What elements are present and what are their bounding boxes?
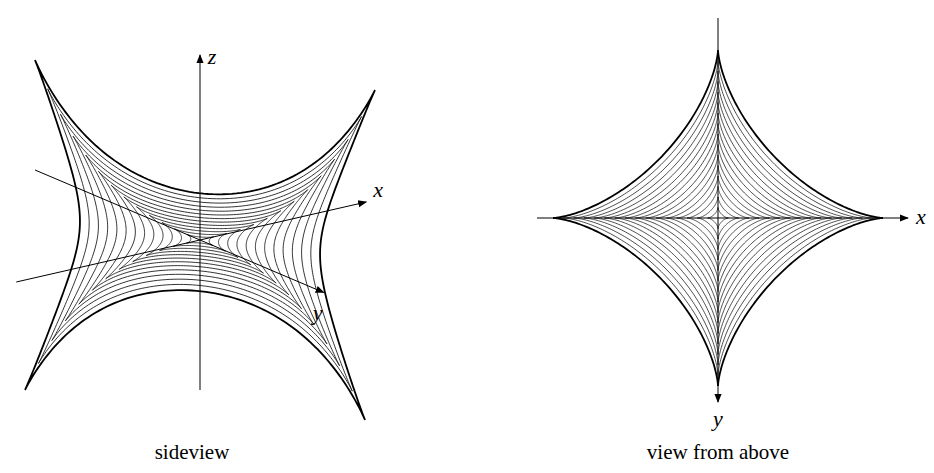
contour-line <box>605 103 832 334</box>
contour-line <box>615 113 821 323</box>
axis-label: x <box>916 206 926 228</box>
surface-boundary <box>25 60 375 420</box>
contour-line <box>625 124 811 313</box>
contour-line <box>563 61 872 376</box>
contour-line <box>666 166 769 271</box>
astroid-boundary <box>553 50 883 386</box>
side-view-figure <box>16 55 375 420</box>
axis-label: x <box>373 179 383 201</box>
axis-label: y <box>313 302 323 324</box>
contour-line <box>146 215 254 264</box>
contour-line <box>187 235 214 246</box>
contour-line <box>594 92 842 344</box>
axis-label: z <box>208 46 217 68</box>
contour-line <box>92 171 307 308</box>
axis-label: y <box>713 408 723 430</box>
contour-line <box>574 71 863 365</box>
contour-line <box>584 82 852 355</box>
figure-caption: view from above <box>647 442 789 463</box>
contour-line <box>65 136 334 344</box>
top-view-figure <box>537 18 908 402</box>
z-axis <box>200 55 201 390</box>
contour-line <box>646 145 790 292</box>
contour-line <box>677 176 760 260</box>
contour-line <box>173 229 227 251</box>
figure-caption: sideview <box>155 442 230 463</box>
x-axis <box>537 218 908 219</box>
contour-line <box>656 155 780 281</box>
